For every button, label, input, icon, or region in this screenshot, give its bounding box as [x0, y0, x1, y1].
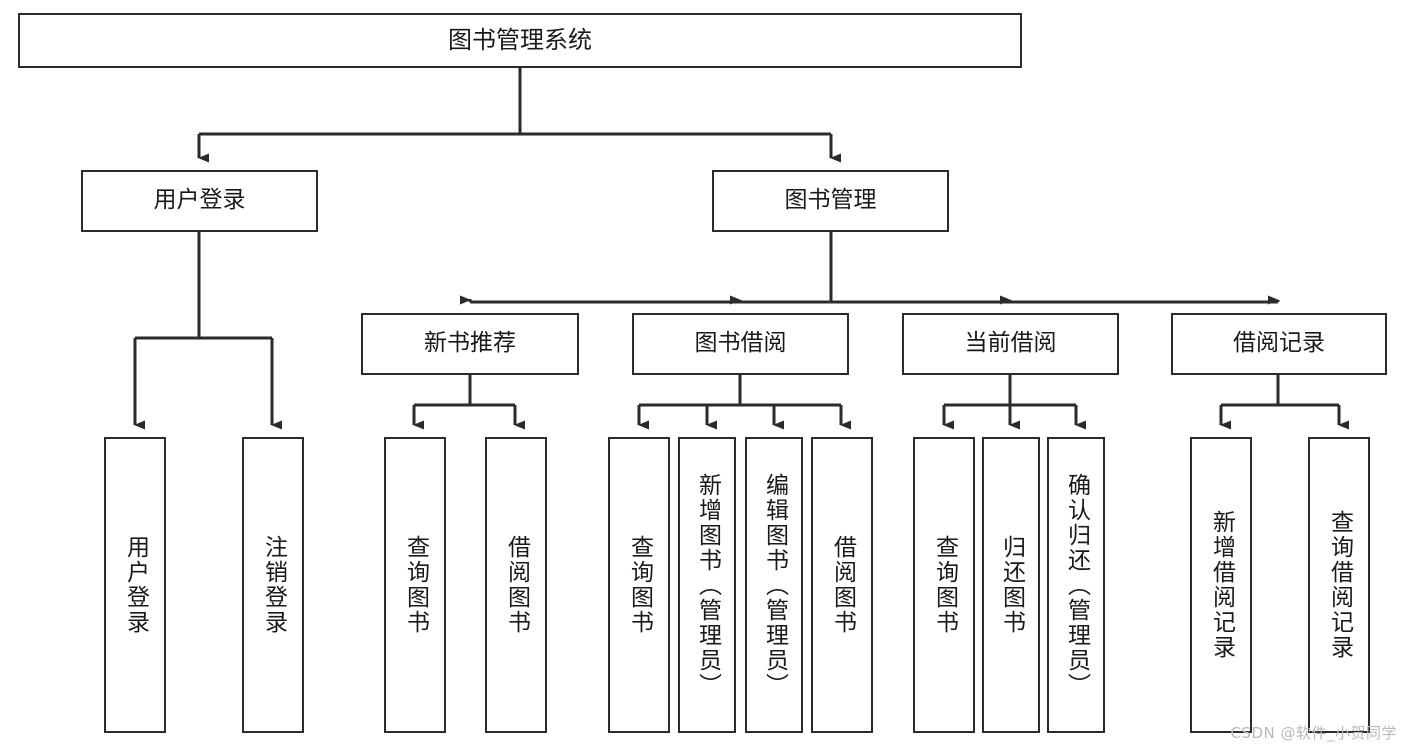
node-label: 借阅图书 — [503, 535, 530, 635]
leaf-return-book[interactable]: 归还图书 — [982, 437, 1040, 733]
node-borrow-record[interactable]: 借阅记录 — [1171, 313, 1387, 375]
node-label: 新增图书（管理员） — [694, 472, 721, 698]
node-new-book-recommend[interactable]: 新书推荐 — [361, 313, 579, 375]
node-book-management[interactable]: 图书管理 — [712, 170, 949, 232]
node-label: 查询借阅记录 — [1326, 510, 1353, 660]
node-label: 图书借阅 — [694, 330, 787, 357]
node-root-system[interactable]: 图书管理系统 — [18, 13, 1022, 68]
node-label: 新增借阅记录 — [1208, 510, 1235, 660]
node-label: 用户登录 — [153, 187, 246, 214]
node-label: 注销登录 — [260, 535, 287, 635]
node-label: 查询图书 — [626, 535, 653, 635]
node-label: 编辑图书（管理员） — [761, 472, 788, 698]
node-label: 查询图书 — [402, 535, 429, 635]
node-label: 借阅记录 — [1233, 330, 1325, 357]
leaf-user-logout[interactable]: 注销登录 — [242, 437, 304, 733]
leaf-add-book[interactable]: 新增图书（管理员） — [678, 437, 736, 733]
node-current-borrow[interactable]: 当前借阅 — [902, 313, 1119, 375]
node-label: 图书管理系统 — [448, 26, 592, 55]
leaf-edit-book[interactable]: 编辑图书（管理员） — [745, 437, 803, 733]
node-label: 用户登录 — [122, 535, 149, 635]
leaf-borrow-book-borrow[interactable]: 借阅图书 — [811, 437, 873, 733]
leaf-query-book-borrow[interactable]: 查询图书 — [608, 437, 670, 733]
leaf-query-book-current[interactable]: 查询图书 — [913, 437, 975, 733]
node-label: 图书管理 — [784, 187, 877, 214]
node-label: 查询图书 — [931, 535, 958, 635]
node-label: 借阅图书 — [829, 535, 856, 635]
node-label: 当前借阅 — [964, 330, 1057, 357]
node-book-borrow[interactable]: 图书借阅 — [632, 313, 849, 375]
node-label: 新书推荐 — [424, 330, 516, 357]
leaf-user-login[interactable]: 用户登录 — [104, 437, 166, 733]
leaf-confirm-return[interactable]: 确认归还（管理员） — [1047, 437, 1105, 733]
leaf-query-borrow-record[interactable]: 查询借阅记录 — [1308, 437, 1370, 733]
leaf-query-book-recommend[interactable]: 查询图书 — [384, 437, 446, 733]
leaf-borrow-book-recommend[interactable]: 借阅图书 — [485, 437, 547, 733]
node-label: 确认归还（管理员） — [1063, 472, 1090, 698]
leaf-add-borrow-record[interactable]: 新增借阅记录 — [1190, 437, 1252, 733]
node-label: 归还图书 — [998, 535, 1025, 635]
node-user-login[interactable]: 用户登录 — [81, 170, 318, 232]
